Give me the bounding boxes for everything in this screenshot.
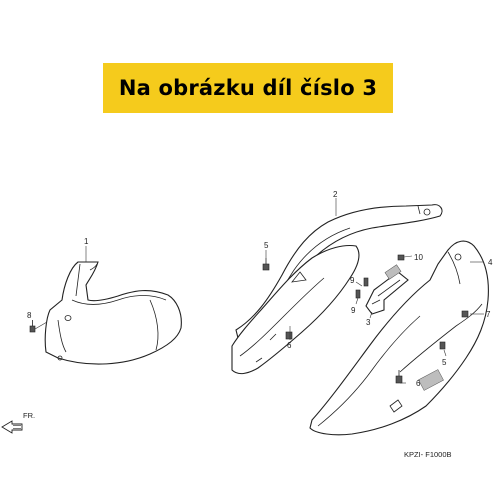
front-direction-arrow-icon	[1, 420, 23, 434]
part-2-left-cover	[231, 244, 360, 375]
leader-lines	[85, 198, 484, 384]
diagram-code: KPZI- F1000B	[404, 450, 452, 459]
callout-7: 7	[486, 310, 491, 319]
callout-6-left: 6	[287, 341, 292, 350]
callout-5-upper: 5	[264, 241, 269, 250]
callout-2: 2	[333, 190, 338, 199]
callout-9-lower: 9	[351, 306, 356, 315]
part-4-right-cover	[309, 240, 489, 436]
bolt-8	[29, 320, 48, 333]
callout-9-upper: 9	[350, 276, 355, 285]
part-number-banner: Na obrázku díl číslo 3	[103, 63, 393, 113]
callout-5-lower: 5	[442, 358, 447, 367]
part-3-bracket	[365, 264, 409, 315]
banner-text: Na obrázku díl číslo 3	[118, 76, 378, 100]
callout-4: 4	[488, 258, 493, 267]
callout-6-lower: 6	[416, 379, 421, 388]
fasteners	[262, 254, 469, 384]
part-1-inner-cover	[44, 261, 182, 365]
callout-1: 1	[84, 237, 89, 246]
direction-label: FR.	[23, 411, 35, 420]
callout-8: 8	[27, 311, 32, 320]
callout-10: 10	[414, 253, 423, 262]
callout-3: 3	[366, 318, 371, 327]
